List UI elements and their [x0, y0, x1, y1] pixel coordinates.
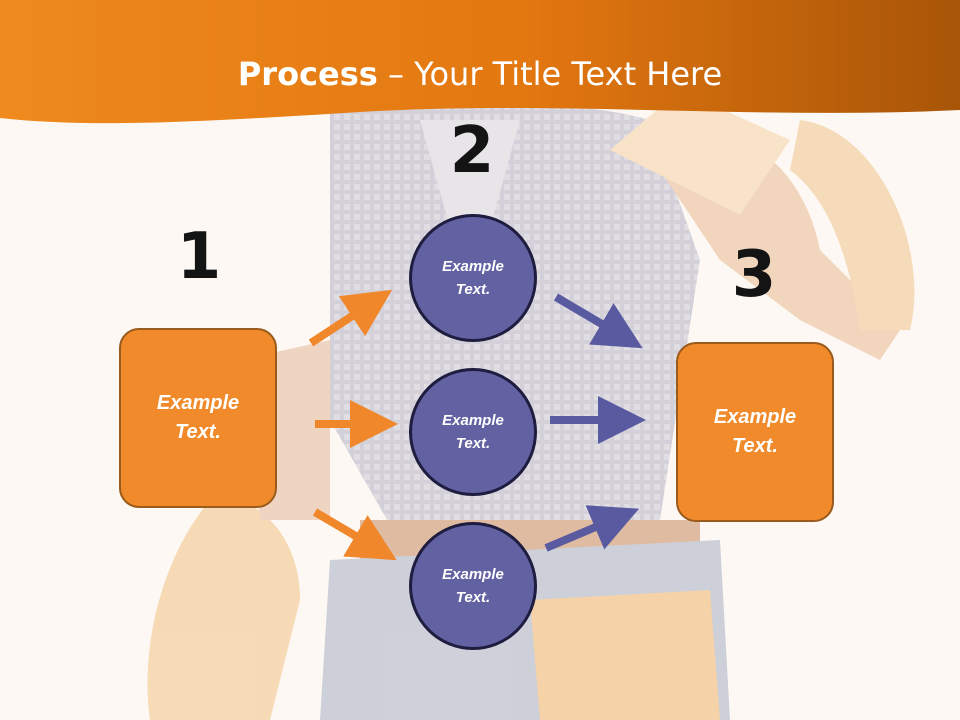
right-box-label: Example Text. [713, 406, 797, 457]
title-rest-part: – Your Title Text Here [377, 55, 723, 93]
slide-title: Process – Your Title Text Here [0, 52, 960, 96]
circle-middle-label: Example Text. [442, 412, 504, 452]
step-number-1: 1 [176, 220, 222, 294]
right-box: Example Text. [676, 342, 834, 522]
left-box-label: Example Text. [156, 392, 240, 443]
circle-bottom: Example Text. [409, 522, 537, 650]
title-bold-part: Process [237, 55, 378, 93]
header-band [0, 0, 960, 124]
step-number-3: 3 [731, 238, 777, 312]
circle-top-label: Example Text. [442, 258, 504, 298]
step-number-2: 2 [449, 114, 495, 188]
circle-middle: Example Text. [409, 368, 537, 496]
circle-top: Example Text. [409, 214, 537, 342]
circle-bottom-label: Example Text. [442, 566, 504, 606]
left-box: Example Text. [119, 328, 277, 508]
